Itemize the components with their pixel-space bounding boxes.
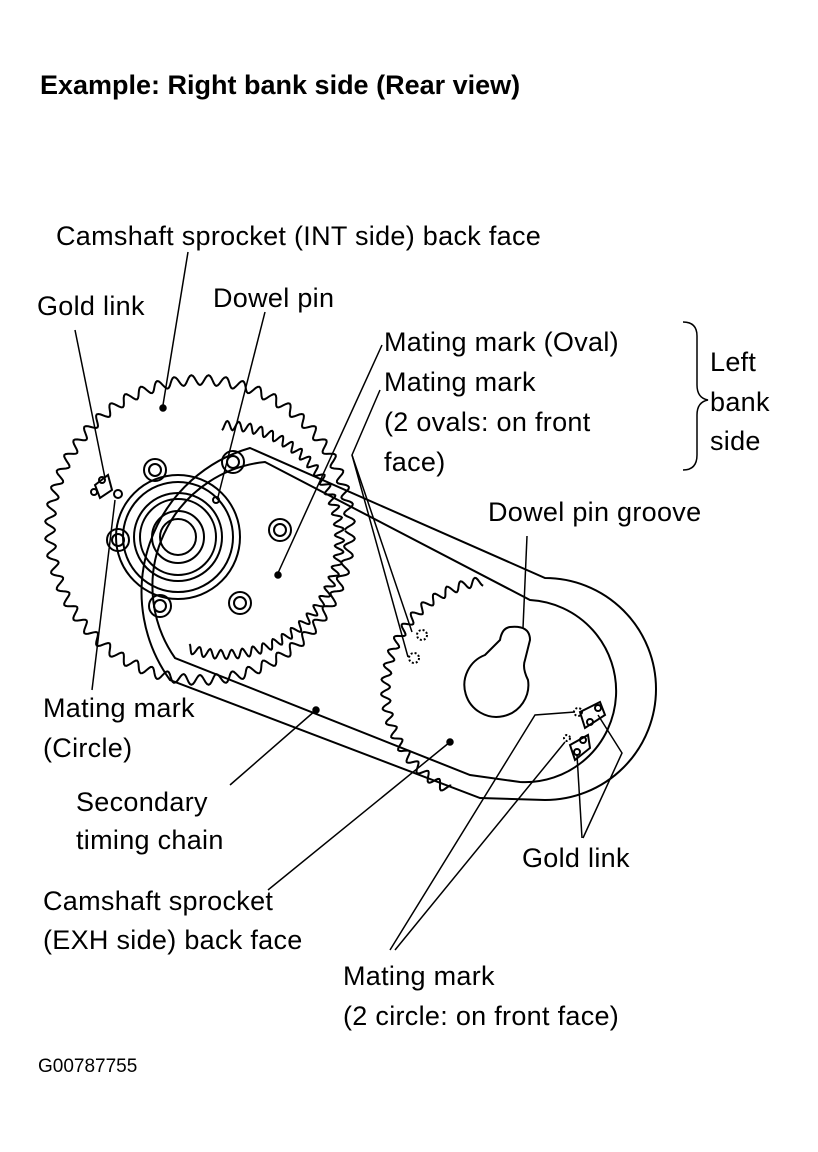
label-mating-2ovals-2: (2 ovals: on front xyxy=(384,407,591,437)
dowel-pin-groove-keyhole xyxy=(463,625,532,718)
mating-mark-oval-1 xyxy=(416,629,428,641)
label-mating-2ovals-1: Mating mark xyxy=(384,367,536,397)
sprocket-bolts xyxy=(106,450,292,618)
label-mating-circle-2: (Circle) xyxy=(43,733,133,763)
label-mating-circle-1: Mating mark xyxy=(43,693,195,723)
label-camshaft-exh-2: (EXH side) back face xyxy=(43,925,303,955)
dowel-pin xyxy=(212,496,220,504)
bolt-icon xyxy=(153,599,167,613)
camshaft-hub xyxy=(115,474,241,600)
bolt-icon xyxy=(226,455,240,469)
label-left-bank-1: Left xyxy=(710,347,757,377)
gold-link-left xyxy=(90,473,123,500)
secondary-timing-chain-inner xyxy=(151,460,618,784)
figure-code: G00787755 xyxy=(38,1056,138,1077)
leader-lines xyxy=(74,251,623,951)
bolt-icon xyxy=(106,528,130,552)
label-camshaft-exh-1: Camshaft sprocket xyxy=(43,886,274,916)
mating-mark-oval-2 xyxy=(408,652,420,664)
label-gold-link-right: Gold link xyxy=(522,843,630,873)
label-dowel-pin-groove: Dowel pin groove xyxy=(488,497,702,527)
label-camshaft-int: Camshaft sprocket (INT side) back face xyxy=(56,221,542,251)
label-dowel-pin: Dowel pin xyxy=(213,283,335,313)
bolt-icon xyxy=(148,594,172,618)
camshaft-sprocket-int-outer-teeth xyxy=(44,374,356,686)
left-bank-brace xyxy=(682,321,709,471)
label-mating-2ovals-3: face) xyxy=(384,447,446,477)
bolt-icon xyxy=(143,458,167,482)
label-left-bank-3: side xyxy=(710,426,761,456)
bolt-icon xyxy=(268,518,292,542)
bolt-icon xyxy=(148,463,162,477)
bolt-icon xyxy=(111,533,125,547)
bolt-icon xyxy=(273,523,287,537)
bolt-icon xyxy=(221,450,245,474)
label-mating-2circle-1: Mating mark xyxy=(343,961,495,991)
bolt-icon xyxy=(228,591,252,615)
label-gold-link-left: Gold link xyxy=(37,291,145,321)
label-left-bank-2: bank xyxy=(710,387,770,417)
label-secondary-chain-1: Secondary xyxy=(76,787,208,817)
label-mating-oval: Mating mark (Oval) xyxy=(384,327,619,357)
camshaft-sprocket-int-inner-teeth xyxy=(188,419,346,661)
label-secondary-chain-2: timing chain xyxy=(76,825,224,855)
diagram-title: Example: Right bank side (Rear view) xyxy=(40,70,521,100)
bolt-icon xyxy=(233,596,247,610)
gold-link-right xyxy=(563,700,607,762)
camshaft-sprocket-exh-teeth xyxy=(380,576,484,792)
label-mating-2circle-2: (2 circle: on front face) xyxy=(343,1001,620,1031)
